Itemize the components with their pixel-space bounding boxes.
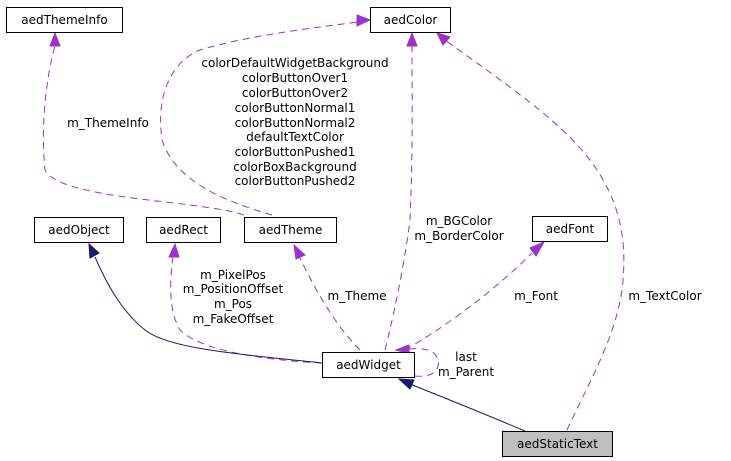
edge-line bbox=[299, 257, 361, 351]
node-aedwidget[interactable]: aedWidget bbox=[322, 352, 415, 378]
edge-label: colorButtonPushed1 bbox=[235, 145, 356, 159]
edge-label: m_PositionOffset bbox=[183, 282, 284, 296]
edge-statictext-color: m_TextColor bbox=[436, 32, 702, 431]
edge-label: m_Pos bbox=[214, 297, 252, 311]
node-label: aedStaticText bbox=[517, 437, 598, 451]
edge-line bbox=[170, 255, 323, 364]
edge-label: colorButtonPushed2 bbox=[235, 174, 356, 188]
edge-widget-theme: m_Theme bbox=[293, 243, 387, 351]
node-label: aedWidget bbox=[336, 358, 401, 372]
edge-label-m-theme: m_Theme bbox=[327, 289, 386, 303]
edge-label: m_FakeOffset bbox=[193, 312, 274, 326]
node-label: aedObject bbox=[48, 223, 110, 237]
node-label: aedThemeInfo bbox=[21, 13, 107, 27]
node-aedthemeinfo[interactable]: aedThemeInfo bbox=[6, 7, 123, 33]
edge-line bbox=[407, 348, 439, 377]
edge-widget-inherits-object bbox=[88, 242, 323, 364]
edge-label: colorBoxBackground bbox=[233, 160, 356, 174]
edge-theme-themeinfo: m_ThemeInfo bbox=[42, 31, 245, 216]
node-box bbox=[146, 217, 221, 243]
node-box bbox=[244, 217, 337, 243]
edge-label-m-bordercolor: m_BorderColor bbox=[414, 229, 503, 243]
node-box bbox=[370, 7, 451, 33]
node-box bbox=[502, 431, 613, 457]
arrow-head bbox=[293, 243, 306, 260]
arrow-head bbox=[88, 242, 100, 259]
edge-label: defaultTextColor bbox=[246, 130, 344, 144]
edge-line bbox=[409, 383, 526, 432]
edge-label: colorButtonOver1 bbox=[242, 71, 348, 85]
node-box bbox=[322, 352, 415, 378]
edge-label: colorButtonNormal1 bbox=[235, 101, 356, 115]
node-label: aedColor bbox=[384, 13, 438, 27]
node-label: aedRect bbox=[159, 223, 208, 237]
node-aedobject[interactable]: aedObject bbox=[34, 217, 124, 243]
node-box bbox=[532, 216, 608, 242]
node-label: aedTheme bbox=[259, 223, 323, 237]
arrow-head bbox=[397, 378, 415, 390]
edge-theme-color: colorDefaultWidgetBackground colorButton… bbox=[160, 14, 389, 216]
node-aedrect[interactable]: aedRect bbox=[146, 217, 221, 243]
arrow-head bbox=[168, 242, 180, 258]
arrow-head bbox=[406, 31, 418, 47]
edge-widget-color: m_BGColor m_BorderColor bbox=[384, 31, 504, 351]
arrow-head bbox=[356, 14, 372, 27]
node-label: aedFont bbox=[546, 222, 595, 236]
edge-label-m-font: m_Font bbox=[514, 289, 558, 303]
node-aedcolor[interactable]: aedColor bbox=[370, 7, 451, 33]
node-aedstatictext[interactable]: aedStaticText bbox=[502, 431, 613, 457]
arrow-head bbox=[436, 32, 451, 46]
node-aedtheme[interactable]: aedTheme bbox=[244, 217, 337, 243]
arrow-head bbox=[529, 240, 546, 257]
node-box bbox=[6, 7, 123, 33]
edge-label-m-textcolor: m_TextColor bbox=[628, 289, 701, 303]
edge-label: colorButtonNormal2 bbox=[235, 116, 356, 130]
arrow-head bbox=[49, 31, 61, 47]
edge-label-m-themeinfo: m_ThemeInfo bbox=[67, 116, 149, 130]
edge-label-color-list: colorDefaultWidgetBackground colorButton… bbox=[201, 56, 388, 188]
node-aedfont[interactable]: aedFont bbox=[532, 216, 608, 242]
edge-line bbox=[444, 39, 625, 431]
edge-label: colorDefaultWidgetBackground bbox=[201, 56, 388, 70]
edge-label-m-parent: m_Parent bbox=[438, 365, 494, 379]
edge-widget-font: m_Font bbox=[404, 240, 558, 351]
edge-line bbox=[404, 252, 533, 351]
edge-label-m-bgcolor: m_BGColor bbox=[426, 214, 492, 228]
edge-line bbox=[384, 45, 413, 351]
node-box bbox=[34, 217, 124, 243]
edge-line bbox=[94, 256, 323, 364]
edge-widget-rect: m_PixelPos m_PositionOffset m_Pos m_Fake… bbox=[168, 242, 323, 364]
edge-line bbox=[42, 45, 245, 216]
edge-label: colorButtonOver2 bbox=[242, 86, 348, 100]
edge-label: m_PixelPos bbox=[200, 268, 266, 282]
edge-statictext-inherits-widget bbox=[397, 378, 526, 432]
edge-label-last: last bbox=[455, 350, 477, 364]
